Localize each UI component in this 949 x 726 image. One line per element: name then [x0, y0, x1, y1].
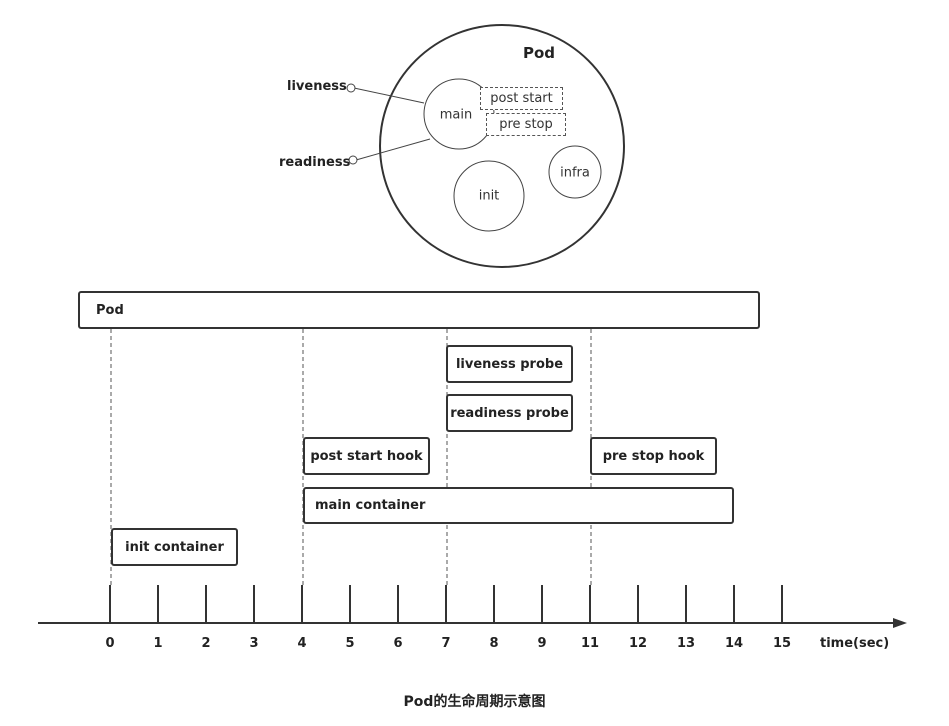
axis-ticks [109, 585, 783, 623]
tick-label: 13 [676, 636, 696, 651]
init-container-bar: init container [111, 528, 238, 566]
tick-label: 9 [537, 636, 547, 651]
liveness-connector [353, 87, 425, 104]
post-start-hook-bar: post start hook [303, 437, 430, 475]
tick-label: 3 [249, 636, 259, 651]
tick-label: 5 [345, 636, 355, 651]
readiness-probe-bar: readiness probe [446, 394, 573, 432]
infra-container-circle [548, 145, 602, 199]
liveness-probe-bar: liveness probe [446, 345, 573, 383]
diagram-caption: Pod的生命周期示意图 [403, 694, 546, 710]
main-container-bar: main container [303, 487, 734, 524]
main-label: main [439, 107, 473, 123]
axis-unit-label: time(sec) [820, 636, 890, 651]
tick-label: 12 [628, 636, 648, 651]
tick-label: 4 [297, 636, 307, 651]
tick-label: 11 [580, 636, 600, 651]
init-label: init [478, 188, 500, 204]
axis-arrow-icon [893, 618, 907, 628]
infra-label: infra [560, 165, 590, 181]
liveness-label: liveness [287, 79, 347, 94]
tick-label: 8 [489, 636, 499, 651]
readiness-endpoint-icon [348, 155, 358, 165]
tick-label: 2 [201, 636, 211, 651]
readiness-label: readiness [279, 155, 351, 170]
pod-title: Pod [523, 44, 556, 62]
tick-label: 7 [441, 636, 451, 651]
tick-label: 15 [772, 636, 792, 651]
tick-label: 14 [724, 636, 744, 651]
pre-stop-hook-box: pre stop [486, 113, 566, 136]
readiness-connector [355, 138, 431, 161]
liveness-endpoint-icon [346, 83, 356, 93]
tick-label: 6 [393, 636, 403, 651]
pod-ellipse [379, 24, 625, 268]
post-start-hook-box: post start [480, 87, 563, 110]
init-container-circle [453, 160, 525, 232]
tick-label: 1 [153, 636, 163, 651]
pre-stop-hook-bar: pre stop hook [590, 437, 717, 475]
pod-lifecycle-bar: Pod [78, 291, 760, 329]
tick-label: 0 [105, 636, 115, 651]
